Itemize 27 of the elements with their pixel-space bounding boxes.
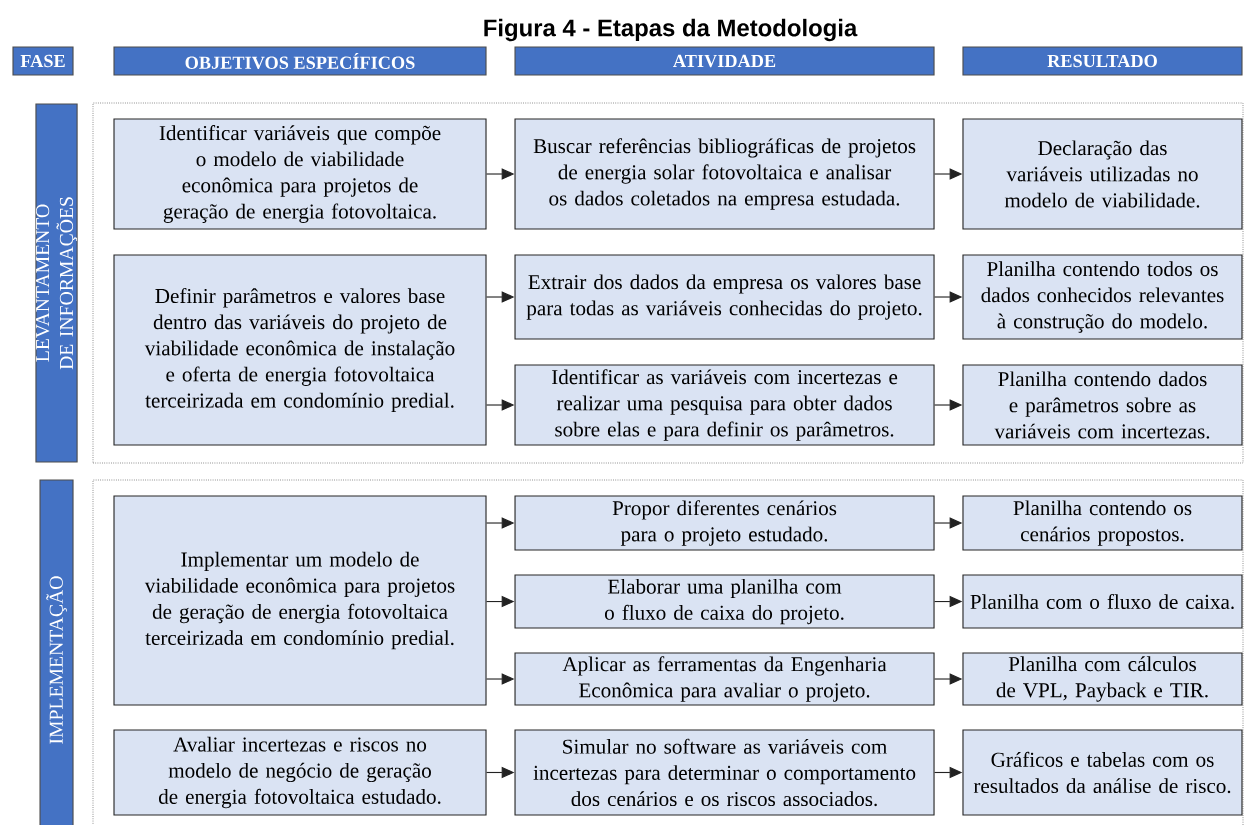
text-box: Identificar variáveis que compõe o modelo de viabilidade econômica para projetos de geração de energia fotovoltaica. <box>113 118 487 230</box>
text-box: Planilha contendo dados e parâmetros sobre as variáveis com incertezas. <box>962 364 1243 446</box>
text-box: Extrair dos dados da empresa os valores base para todas as variáveis conhecidas do projeto. <box>514 254 935 340</box>
title: Figura 4 - Etapas da Metodologia <box>484 18 858 42</box>
text-box: Planilha contendo todos os dados conhecidos relevantes à construção do modelo. <box>962 254 1243 340</box>
text-box: Planilha com o fluxo de caixa. <box>962 574 1243 629</box>
text-box: Simular no software as variáveis com incertezas para determinar o comportamento dos cenários e os riscos associados. <box>514 729 935 816</box>
text-box: Buscar referências bibliográficas de projetos de energia solar fotovoltaica e analisar os dados coletados na empresa estudada. <box>514 118 935 230</box>
text-box: Implementar um modelo de viabilidade econômica para projetos de geração de energia fotovoltaica terceirizada em condomínio predial. <box>113 495 487 706</box>
text-box: Identificar as variáveis com incertezas e realizar uma pesquisa para obter dados sobre elas e para definir os parâmetros. <box>514 364 935 446</box>
phase-band: IMPLEMENTAÇÃO <box>39 479 74 825</box>
text-box: Propor diferentes cenários para o projeto estudado. <box>514 495 935 551</box>
phase-band: LEVANTAMENTO DE INFORMAÇÕES <box>35 103 78 463</box>
text-box: Planilha contendo os cenários propostos. <box>962 495 1243 551</box>
dotted-frame <box>92 102 1244 464</box>
header-box: ATIVIDADE <box>514 46 935 76</box>
dotted-frame <box>92 479 1244 825</box>
header-box: FASE <box>12 46 74 76</box>
text-box: Elaborar uma planilha com o fluxo de caixa do projeto. <box>514 574 935 629</box>
text-box: Gráficos e tabelas com os resultados da análise de risco. <box>962 729 1243 816</box>
header-box: OBJETIVOS ESPECÍFICOS <box>113 46 487 76</box>
text-box: Planilha com cálculos de VPL, Payback e TIR. <box>962 652 1243 706</box>
header-box: RESULTADO <box>962 46 1243 76</box>
text-box: Avaliar incertezas e riscos no modelo de negócio de geração de energia fotovoltaica estudado. <box>113 729 487 816</box>
text-box: Aplicar as ferramentas da Engenharia Econômica para avaliar o projeto. <box>514 652 935 706</box>
text-box: Definir parâmetros e valores base dentro das variáveis do projeto de viabilidade econômica de instalação e oferta de energia fotovoltaica terceirizada em condomínio predial. <box>113 254 487 446</box>
text-box: Declaração das variáveis utilizadas no modelo de viabilidade. <box>962 118 1243 230</box>
